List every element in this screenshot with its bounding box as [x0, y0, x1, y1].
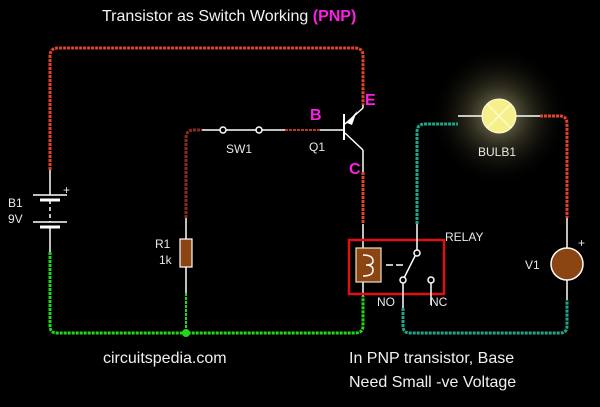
- switch-name: SW1: [226, 142, 253, 156]
- wire-bulb-source: [540, 114, 569, 218]
- source-name: V1: [525, 258, 540, 272]
- title-main: Transistor as Switch Working: [102, 8, 309, 25]
- site-credit: circuitspedia.com: [103, 350, 227, 367]
- emitter-arrow-icon: [347, 111, 357, 125]
- emitter-pin-label: E: [365, 92, 376, 109]
- bulb-name: BULB1: [478, 145, 517, 159]
- resistor-name: R1: [155, 237, 171, 251]
- battery-name: B1: [8, 196, 23, 210]
- switch-sw1[interactable]: [202, 126, 285, 134]
- relay-nc-label: NC: [430, 295, 448, 309]
- base-pin-label: B: [310, 107, 322, 124]
- source-plus-sign: +: [578, 236, 586, 250]
- wire-top-positive: [48, 46, 365, 170]
- resistor-r1: [179, 218, 193, 293]
- relay-no-label: NO: [377, 295, 395, 309]
- wire-resistor-top: [184, 128, 202, 218]
- battery-value: 9V: [8, 212, 23, 226]
- battery-plus-sign: +: [63, 183, 71, 197]
- wire-ground: [48, 252, 365, 335]
- battery-b1: [33, 170, 67, 252]
- transistor-q1: [320, 105, 364, 172]
- note-line-2: Need Small -ve Voltage: [349, 374, 517, 391]
- note-line-1: In PNP transistor, Base: [349, 350, 515, 367]
- page-title: Transistor as Switch Working (PNP): [102, 8, 356, 26]
- relay: [347, 224, 446, 308]
- collector-pin-label: C: [349, 161, 361, 178]
- relay-box: [347, 238, 446, 296]
- transistor-name: Q1: [309, 140, 326, 154]
- wire-relay-no: [401, 300, 569, 335]
- title-accent: (PNP): [312, 8, 357, 25]
- relay-name: RELAY: [445, 230, 484, 244]
- source-v1: [550, 218, 584, 300]
- wire-relay-common: [415, 122, 458, 224]
- junction-dot: [182, 329, 190, 337]
- resistor-value: 1k: [159, 253, 172, 267]
- bulb-b1: [458, 98, 540, 134]
